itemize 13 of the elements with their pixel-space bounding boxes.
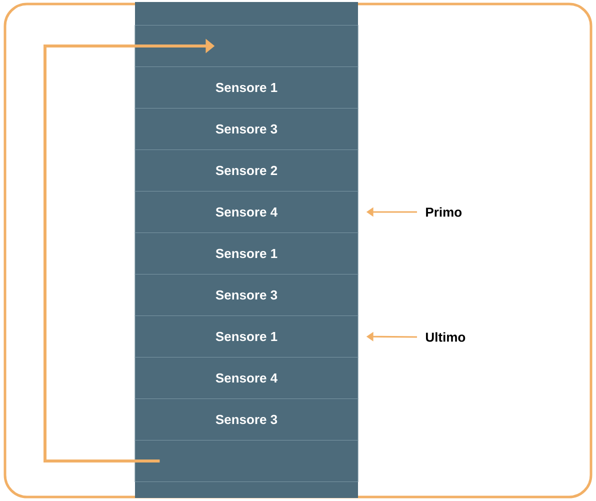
pointer-label: Ultimo bbox=[426, 332, 466, 342]
sensor-slot: Sensore 3 bbox=[134, 398, 358, 441]
sensor-slot: Sensore 1 bbox=[134, 315, 358, 358]
sensor-slot: Sensore 4 bbox=[134, 190, 358, 234]
sensor-slot: Sensore 3 bbox=[134, 274, 358, 316]
sensor-slot: Sensore 2 bbox=[134, 149, 358, 192]
sensor-slot: Sensore 1 bbox=[134, 66, 358, 109]
sensor-slot: Sensore 3 bbox=[134, 108, 358, 150]
pointer-label: Primo bbox=[426, 207, 462, 217]
empty-slot bbox=[134, 440, 358, 482]
sensor-slot: Sensore 4 bbox=[134, 356, 358, 400]
sensor-slot: Sensore 1 bbox=[134, 232, 358, 275]
empty-slot bbox=[134, 24, 358, 68]
